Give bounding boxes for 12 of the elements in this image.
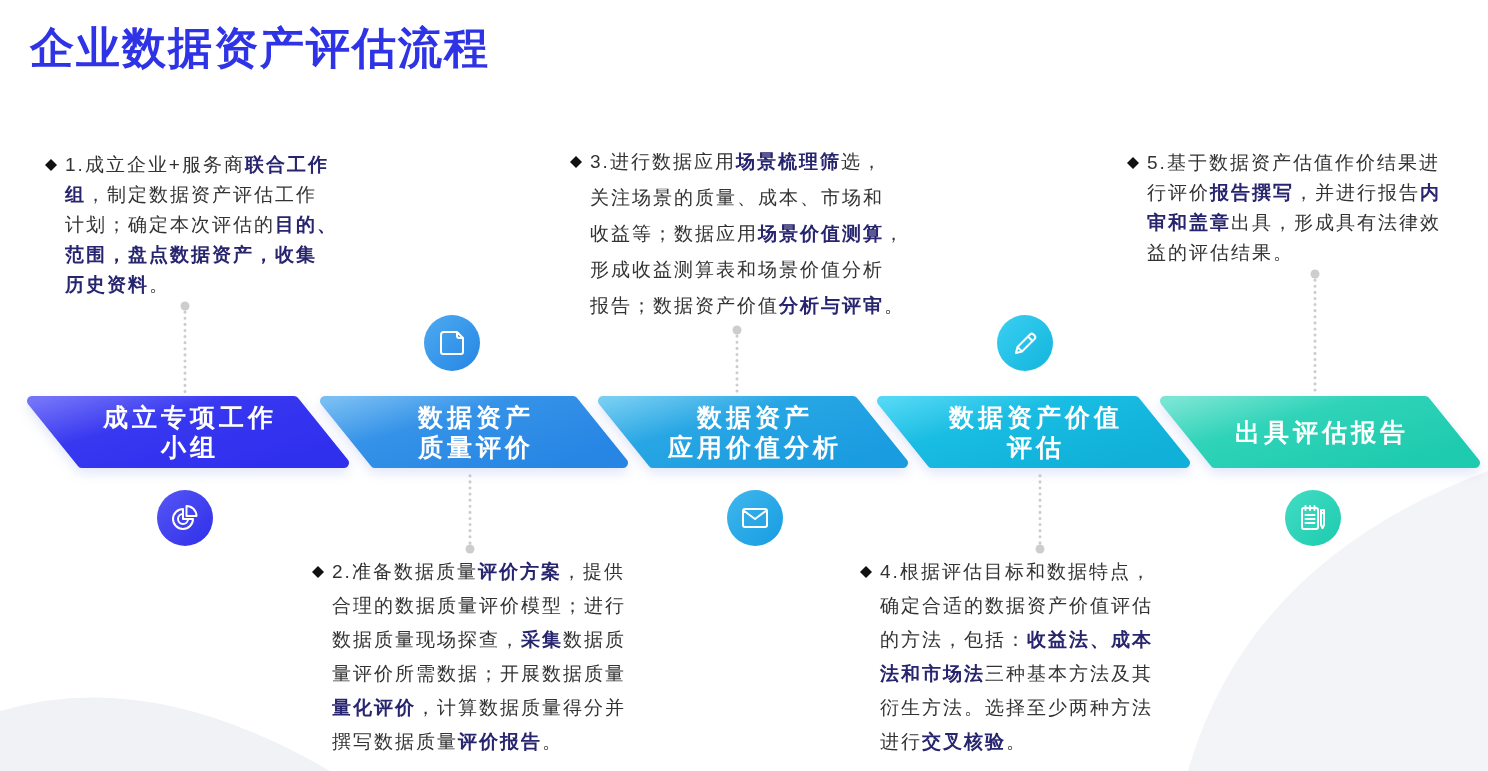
chevron-step: 数据资产价值评估 <box>877 396 1190 468</box>
chevron-step: 数据资产应用价值分析 <box>598 396 908 468</box>
step-description: 4.根据评估目标和数据特点，确定合适的数据资产价值评估的方法，包括：收益法、成本法和市场法三种基本方法及其衍生方法。选择至少两种方法进行交叉核验。 <box>880 555 1153 759</box>
step-description: 2.准备数据质量评价方案，提供合理的数据质量评价模型；进行数据质量现场探查，采集数据质量评价所需数据；开展数据质量量化评价，计算数据质量得分并撰写数据质量评价报告。 <box>332 555 626 759</box>
chevron-step: 成立专项工作小组 <box>27 396 349 468</box>
step-description: 3.进行数据应用场景梳理筛选，关注场景的质量、成本、市场和收益等；数据应用场景价值测算，形成收益测算表和场景价值分析报告；数据资产价值分析与评审。 <box>590 144 905 324</box>
step-description: 1.成立企业+服务商联合工作组，制定数据资产评估工作计划；确定本次评估的目的、范围，盘点数据资产，收集历史资料。 <box>65 150 338 300</box>
chevron-step: 出具评估报告 <box>1160 396 1480 468</box>
chevron-step: 数据资产质量评价 <box>320 396 628 468</box>
page-title: 企业数据资产评估流程 <box>30 22 490 74</box>
step-description: 5.基于数据资产估值作价结果进行评价报告撰写，并进行报告内审和盖章出具，形成具有法律效益的评估结果。 <box>1147 148 1441 268</box>
dotted-leader-line <box>180 301 190 396</box>
